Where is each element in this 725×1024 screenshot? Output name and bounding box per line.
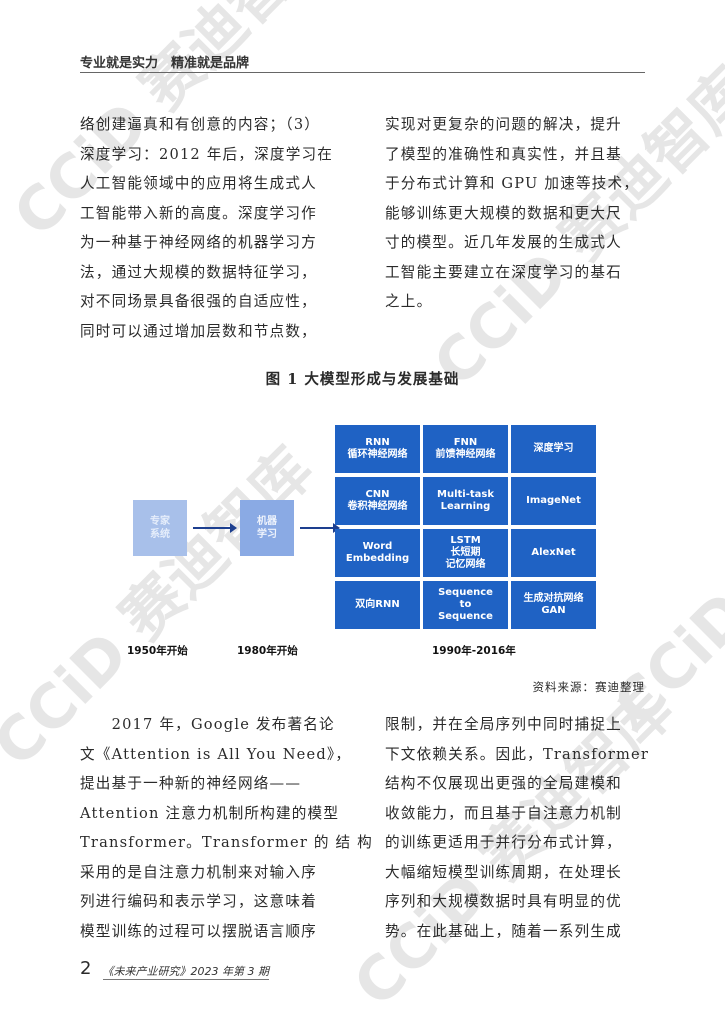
page-footer: 2 《未来产业研究》2023 年第 3 期 [80, 958, 270, 980]
text-line: Attention 注意力机制所构建的模型 [80, 804, 340, 822]
text-line: 寸的模型。近几年发展的生成式人 [385, 234, 622, 251]
cell-label: Word [362, 541, 393, 552]
text-line: 络创建逼真和有创意的内容；（3） [80, 116, 321, 133]
text-line: 工智能主要建立在深度学习的基石 [385, 263, 622, 281]
cell-label: ImageNet [526, 495, 581, 506]
cell-label: AlexNet [531, 547, 576, 558]
text-line: 工智能带入新的高度。深度学习作 [80, 204, 317, 222]
cell-label: CNN [365, 489, 390, 500]
header-rule [80, 72, 645, 73]
arrow-right-icon [300, 523, 340, 533]
journal-name: 《未来产业研究》2023 年第 3 期 [102, 965, 270, 980]
text-line: 文《Attention is All You Need》， [80, 745, 352, 763]
grid-cell: ImageNet [511, 477, 596, 525]
text-line: 于分布式计算和 GPU 加速等技术， [385, 175, 640, 192]
cell-label: FNN [453, 437, 478, 448]
text-line: 大幅缩短模型训练周期，在处理长 [385, 863, 622, 881]
cell-label: Sequence [438, 587, 493, 598]
body-column-right-bottom: 限制，并在全局序列中同时捕捉上 下文依赖关系。因此，Transformer 结构… [385, 710, 650, 946]
text-line: 深度学习：2012 年后，深度学习在 [80, 145, 334, 163]
running-header: 专业就是实力 精准就是品牌 [80, 56, 250, 71]
text-line: 的训练更适用于并行分布式计算， [385, 834, 622, 851]
body-column-left-bottom: 2017 年，Google 发布著名论 文《Attention is All Y… [80, 710, 373, 946]
text-line: 模型训练的过程可以摆脱语言顺序 [80, 922, 317, 940]
page-number: 2 [80, 958, 92, 979]
machine-learning-box: 机器 学习 [240, 500, 294, 556]
text-line: 提出基于一种新的神经网络—— [80, 775, 302, 792]
cell-label: RNN [365, 437, 390, 448]
text-line: 法，通过大规模的数据特征学习， [80, 263, 317, 281]
box-label: 专家 系统 [150, 516, 170, 540]
grid-cell: AlexNet [511, 529, 596, 577]
text-line: 2017 年，Google 发布著名论 [80, 716, 335, 733]
cell-label: Embedding [345, 553, 410, 564]
cell-label: 循环神经网络 [347, 449, 408, 460]
era-label: 1990年-2016年 [432, 645, 516, 657]
text-line: 采用的是自注意力机制来对输入序 [80, 863, 317, 881]
body-column-left-top: 络创建逼真和有创意的内容；（3） 深度学习：2012 年后，深度学习在 人工智能… [80, 110, 350, 346]
grid-cell: 深度学习 [511, 425, 596, 473]
text-line: 下文依赖关系。因此，Transformer [385, 745, 650, 763]
text-line: 了模型的准确性和真实性，并且基 [385, 145, 622, 163]
expert-system-box: 专家 系统 [133, 500, 187, 556]
era-label: 1980年开始 [237, 645, 298, 657]
text-line: 对不同场景具备很强的自适应性， [80, 293, 317, 310]
box-label: 机器 学习 [257, 516, 277, 540]
grid-cell: 双向RNN [335, 581, 420, 629]
text-line: 限制，并在全局序列中同时捕捉上 [385, 716, 622, 733]
cell-label: LSTM [450, 535, 481, 546]
cell-label: Multi-task [437, 489, 494, 500]
cell-label: to [459, 599, 472, 610]
cell-label: GAN [541, 605, 566, 616]
cell-label: 卷积神经网络 [347, 501, 408, 512]
text-line: 收敛能力，而且基于自注意力机制 [385, 804, 622, 822]
text-line: 实现对更复杂的问题的解决，提升 [385, 116, 622, 133]
figure-source: 资料来源：赛迪整理 [532, 680, 645, 694]
text-line: 之上。 [385, 293, 433, 310]
body-column-right-top: 实现对更复杂的问题的解决，提升 了模型的准确性和真实性，并且基 于分布式计算和 … [385, 110, 647, 317]
cell-label: 前馈神经网络 [435, 449, 496, 460]
text-line: 结构不仅展现出更强的全局建模和 [385, 775, 622, 792]
era-label: 1950年开始 [127, 645, 188, 657]
cell-label: Learning [440, 501, 491, 512]
text-line: Transformer。Transformer 的 结 构 [80, 834, 373, 851]
cell-label: 生成对抗网络 [523, 593, 584, 604]
text-line: 势。在此基础上，随着一系列生成 [385, 922, 622, 940]
text-line: 序列和大规模数据时具有明显的优 [385, 893, 622, 910]
cell-label: 记忆网络 [445, 559, 486, 570]
text-line: 为一种基于神经网络的机器学习方 [80, 234, 317, 251]
text-line: 能够训练更大规模的数据和更大尺 [385, 204, 622, 222]
cell-label: Sequence [438, 611, 493, 622]
text-line: 列进行编码和表示学习，这意味着 [80, 893, 317, 910]
figure-caption: 图 1 大模型形成与发展基础 [265, 371, 460, 388]
cell-label: 深度学习 [533, 443, 574, 454]
arrow-right-icon [193, 523, 237, 533]
cell-label: 双向RNN [355, 599, 400, 610]
text-line: 人工智能领域中的应用将生成式人 [80, 175, 317, 192]
text-line: 同时可以通过增加层数和节点数， [80, 322, 317, 340]
cell-label: 长短期 [450, 547, 481, 558]
